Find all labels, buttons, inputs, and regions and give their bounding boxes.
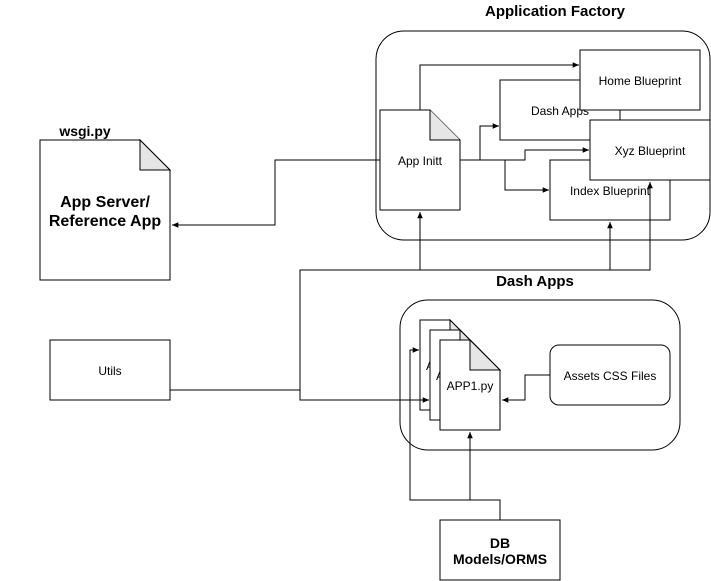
home-blueprint-box (579, 49, 701, 111)
wsgi-document (39, 139, 171, 281)
dash-apps-group-title: Dash Apps (496, 273, 574, 290)
edge-assets-to-app1 (502, 374, 550, 403)
edge-db-to-backpage (409, 347, 470, 501)
edge-utils-to-appinit (170, 212, 423, 391)
edge-utils-to-app1 (299, 390, 429, 403)
index-blueprint-label: Index Blueprint (570, 184, 651, 198)
wsgi-title: wsgi.py (58, 123, 111, 139)
db-models-box (439, 519, 561, 581)
xyz-blueprint-box (589, 119, 711, 181)
application-factory-title: Application Factory (485, 3, 626, 20)
app1-label: APP1.py (447, 379, 494, 393)
utils-box (49, 339, 171, 401)
edge-appinit-to-index (460, 159, 549, 193)
db-line1: DB (490, 535, 510, 551)
utils-label: Utils (98, 364, 121, 378)
edge-db-to-app1 (467, 432, 501, 520)
xyz-blueprint-label: Xyz Blueprint (615, 144, 686, 158)
app-init-label: App Initt (398, 154, 443, 168)
wsgi-line2: Reference App (49, 213, 162, 230)
edge-appinit-to-wsgi (172, 159, 380, 228)
dash-apps-label: Dash Apps (531, 104, 589, 118)
home-blueprint-label: Home Blueprint (599, 74, 682, 88)
db-line2: Models/ORMS (453, 551, 547, 567)
edge-utils-to-xyz (610, 182, 653, 271)
assets-css-label: Assets CSS Files (564, 369, 657, 383)
wsgi-line1: App Server/ (60, 194, 150, 211)
edge-appinit-to-home (419, 62, 579, 110)
